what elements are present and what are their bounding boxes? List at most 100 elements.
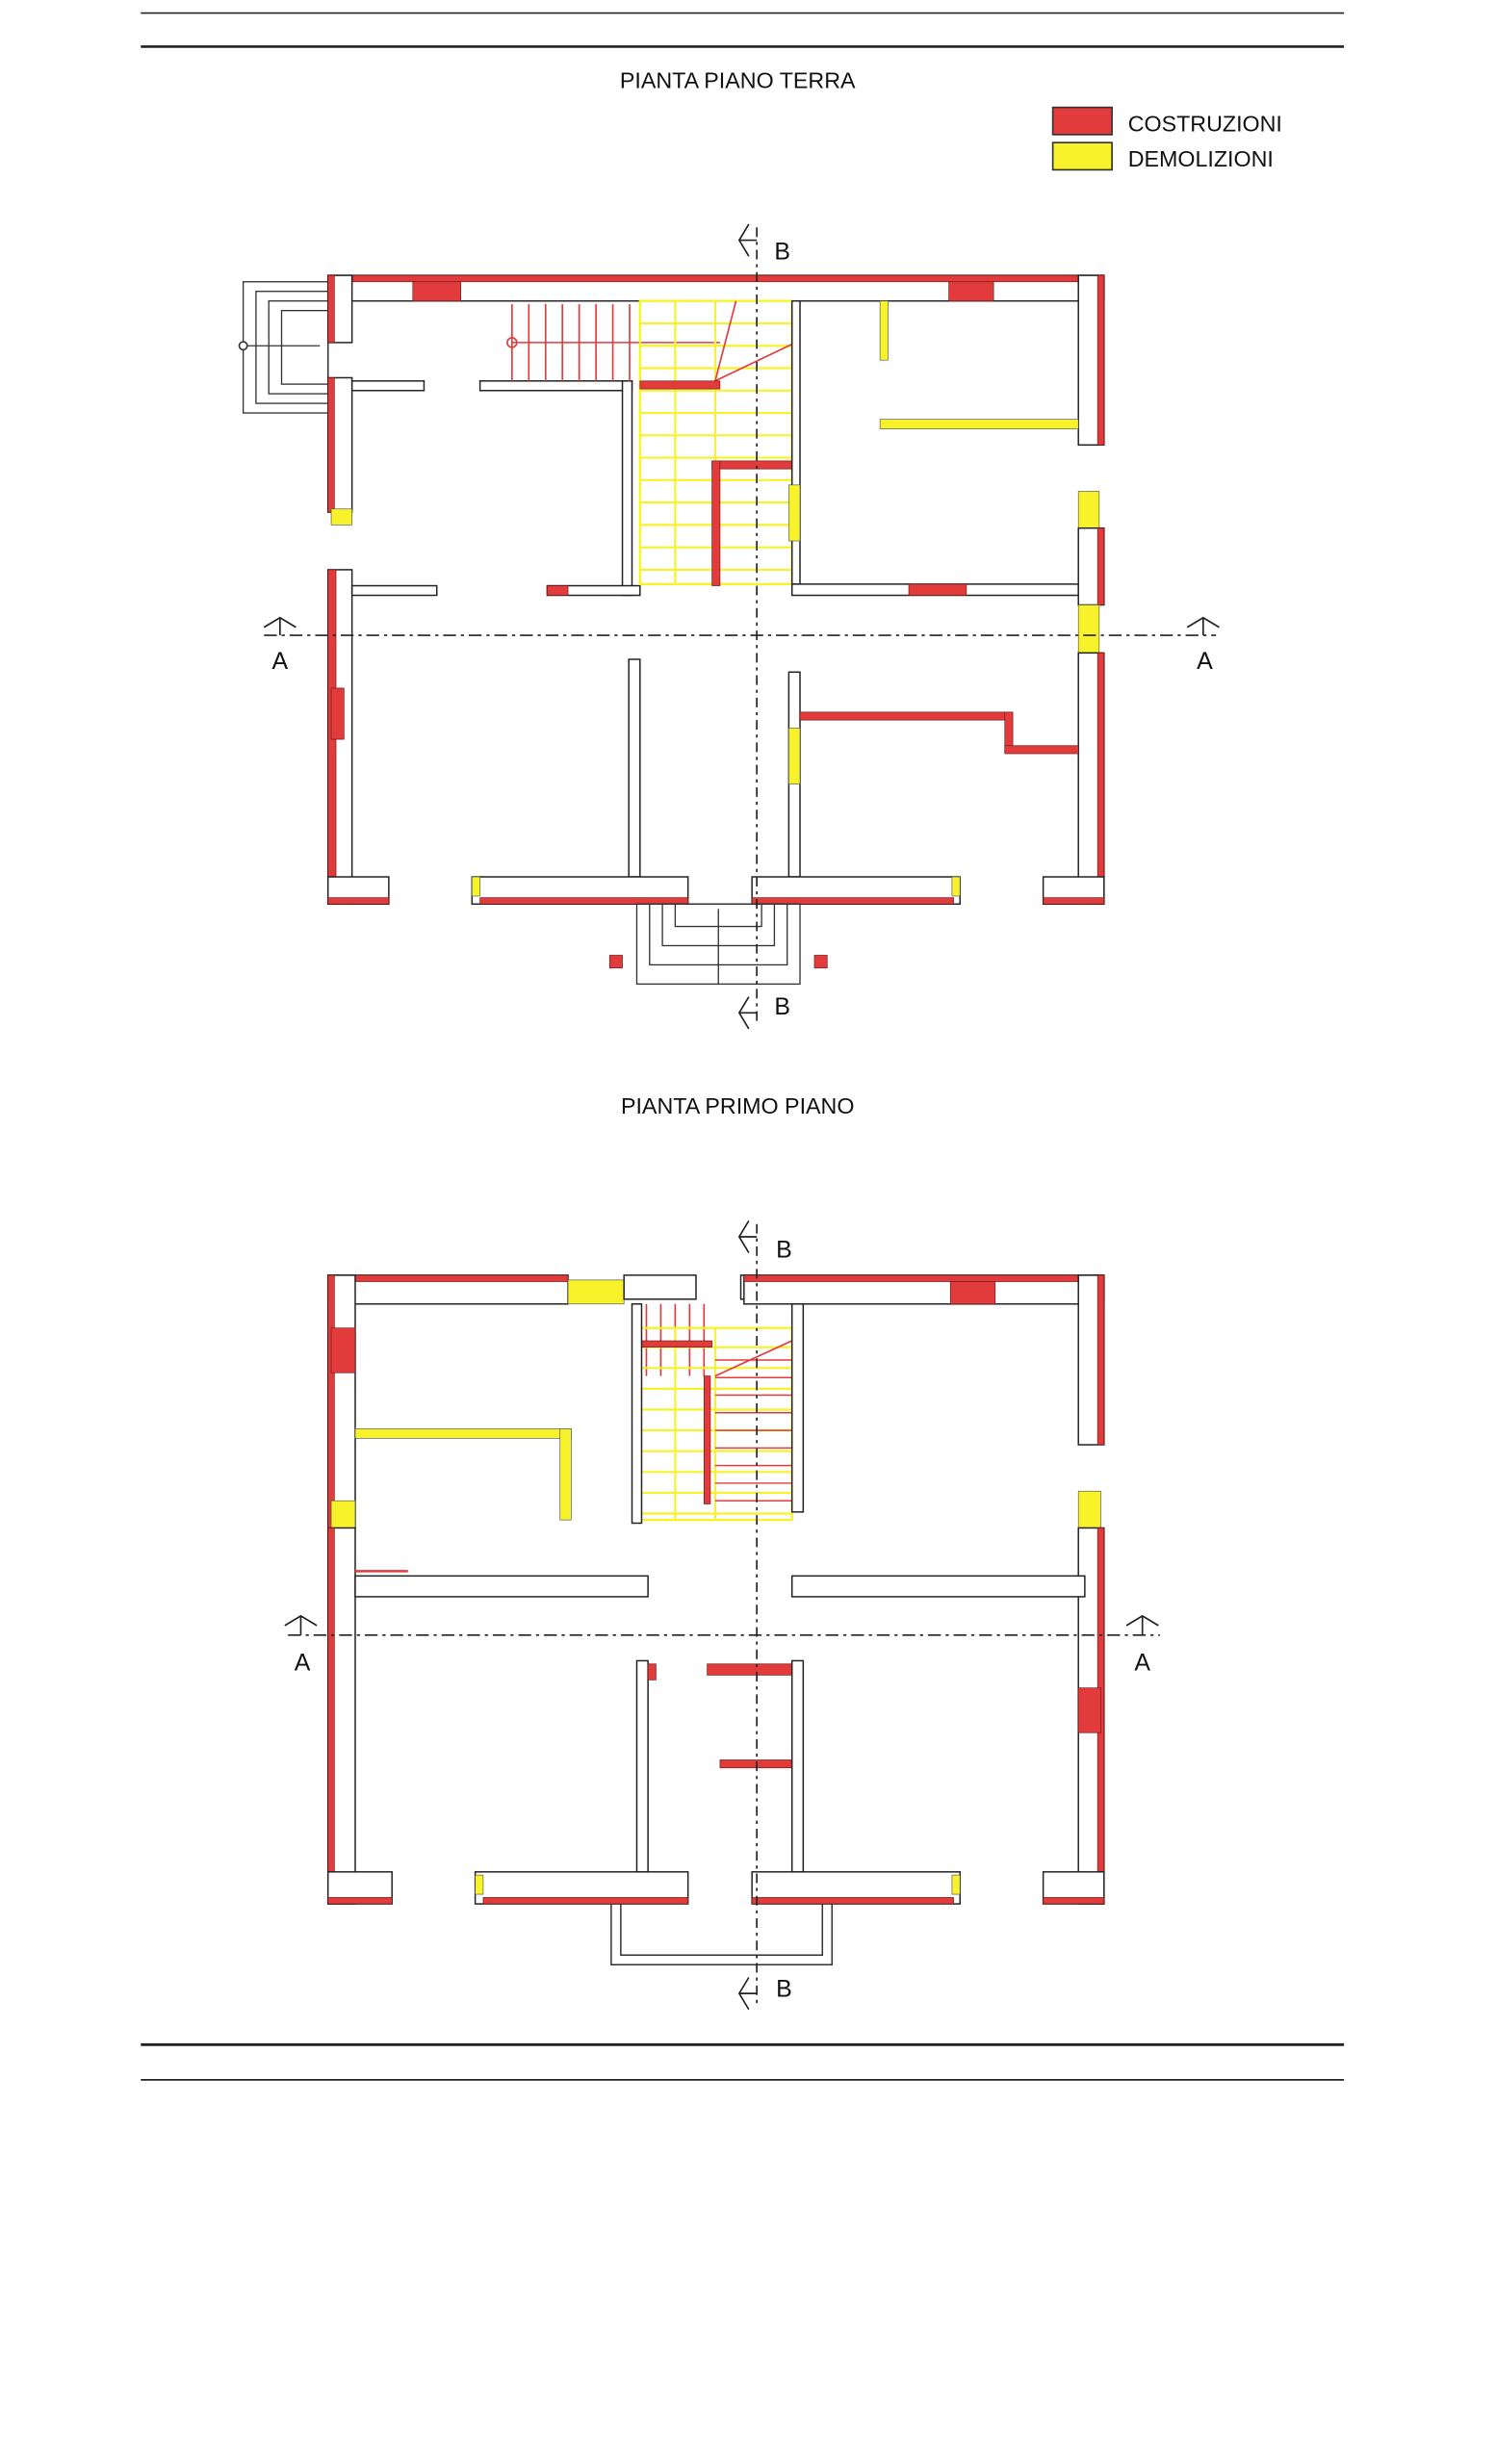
first-floor-plan	[284, 1219, 1160, 2011]
construction-mark	[743, 1274, 1105, 1282]
legend-label-demolizioni: DEMOLIZIONI	[1128, 146, 1274, 171]
section-a-label-left: A	[295, 1649, 311, 1676]
construction-mark	[703, 1375, 711, 1504]
section-a-label-left: A	[272, 648, 289, 675]
wall	[621, 380, 633, 597]
external-step	[268, 300, 329, 395]
stair-arrow	[714, 300, 737, 382]
demolition-mark	[330, 508, 352, 526]
section-arrow-icon	[737, 1219, 758, 1254]
demolition-mark	[1077, 491, 1100, 529]
construction-mark	[1077, 1687, 1101, 1733]
section-b-label-top: B	[776, 1237, 792, 1264]
construction-mark	[751, 1897, 954, 1905]
demolition-mark	[788, 728, 801, 784]
wall	[354, 1575, 649, 1598]
demolition-mark	[879, 300, 889, 361]
construction-mark	[608, 955, 623, 969]
wall	[350, 380, 426, 392]
construction-mark	[327, 274, 1105, 283]
construction-mark	[327, 1897, 393, 1905]
construction-mark	[1096, 527, 1105, 605]
wall	[790, 1303, 805, 1513]
construction-mark	[1096, 653, 1105, 905]
wall	[635, 1659, 649, 1873]
construction-mark	[751, 897, 954, 905]
construction-mark	[327, 1274, 335, 1528]
section-b-label-top: B	[774, 238, 790, 265]
wall	[350, 584, 438, 597]
construction-mark	[330, 687, 345, 740]
construction-mark	[327, 1527, 335, 1905]
construction-mark	[948, 281, 994, 302]
construction-mark	[647, 1663, 657, 1681]
construction-mark	[707, 1663, 793, 1676]
construction-mark	[330, 1327, 356, 1373]
construction-mark	[327, 1274, 569, 1282]
construction-mark	[799, 711, 1009, 721]
construction-mark	[547, 585, 569, 596]
external-step	[280, 310, 329, 385]
construction-mark	[482, 1897, 689, 1905]
ground-floor-plan	[238, 223, 1220, 1030]
legend: COSTRUZIONI DEMOLIZIONI	[1051, 106, 1282, 171]
construction-mark	[949, 1281, 996, 1305]
wall	[790, 1575, 1086, 1598]
section-arrow-icon	[1125, 1614, 1159, 1635]
wall	[478, 380, 633, 392]
external-step	[255, 291, 329, 404]
demolition-mark	[951, 1874, 961, 1895]
section-arrow-icon	[737, 223, 758, 257]
section-b-label-bottom: B	[776, 1975, 792, 2002]
demolition-mark	[567, 1279, 625, 1305]
construction-mark	[639, 1340, 712, 1348]
demolition-mark	[330, 1500, 356, 1528]
construction-mark	[1004, 745, 1079, 755]
legend-label-costruzioni: COSTRUZIONI	[1128, 112, 1282, 137]
construction-mark	[1043, 897, 1105, 905]
demolition-mark	[788, 484, 801, 542]
section-arrow-icon	[737, 1977, 758, 2011]
construction-mark	[327, 377, 335, 513]
wall	[628, 658, 641, 878]
wall	[790, 1659, 805, 1873]
demolition-mark	[354, 1428, 572, 1439]
legend-swatch-costruzioni	[1051, 106, 1113, 136]
wall	[623, 1274, 697, 1300]
demolition-mark	[559, 1428, 572, 1521]
construction-mark	[412, 281, 461, 302]
section-arrow-icon	[284, 1614, 318, 1635]
construction-mark	[711, 460, 721, 586]
section-b-label-bottom: B	[774, 993, 790, 1020]
construction-mark	[711, 460, 793, 470]
section-arrow-icon	[737, 996, 758, 1030]
balcony	[610, 1904, 834, 1965]
ground-floor-title: PIANTA PIANO TERRA	[620, 68, 856, 93]
section-arrow-icon	[1186, 616, 1220, 636]
stair-arrow	[714, 343, 793, 382]
demolition-mark	[1077, 604, 1100, 654]
demolition-mark	[879, 419, 1079, 429]
construction-mark	[908, 583, 967, 596]
construction-mark	[327, 274, 335, 344]
section-a-label-right: A	[1197, 648, 1213, 675]
wall	[631, 1303, 643, 1525]
construction-mark	[639, 380, 721, 390]
demolition-mark	[475, 1874, 484, 1895]
construction-mark	[813, 955, 828, 969]
demolition-mark	[1077, 1490, 1101, 1528]
stair-start-marker	[506, 337, 518, 348]
construction-mark	[327, 897, 390, 905]
step-origin-marker	[238, 341, 248, 351]
border-rules	[141, 12, 1345, 2081]
construction-mark	[1096, 1274, 1105, 1446]
section-a-label-right: A	[1134, 1649, 1150, 1676]
construction-mark	[1043, 1897, 1105, 1905]
construction-mark	[1096, 274, 1105, 446]
first-floor-title: PIANTA PRIMO PIANO	[621, 1093, 854, 1118]
construction-mark	[479, 897, 689, 905]
demolition-mark	[951, 876, 961, 897]
stair-arrow	[714, 1340, 793, 1377]
legend-swatch-demolizioni	[1051, 141, 1113, 171]
